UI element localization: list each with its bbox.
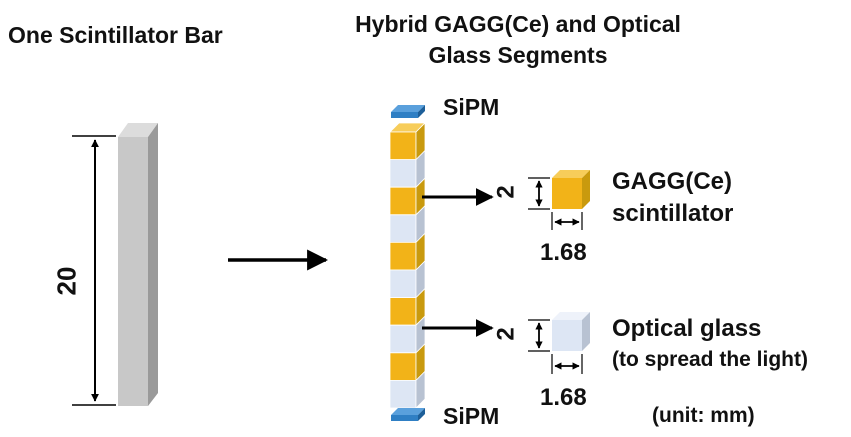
gagg-segment <box>389 131 417 161</box>
hybrid-segment-stack <box>389 122 426 409</box>
glass-segment <box>389 214 417 243</box>
glass-label: Optical glass <box>612 315 762 342</box>
gagg-segment <box>389 297 417 326</box>
glass-height-label: 2 <box>492 327 520 341</box>
glass-segment <box>389 379 417 409</box>
gagg-height-label: 2 <box>492 185 520 199</box>
sipm-bottom-label: SiPM <box>443 403 500 429</box>
sipm-top-shape <box>391 105 425 118</box>
gagg-width-label: 1.68 <box>540 239 587 266</box>
gagg-cube <box>552 170 590 209</box>
sipm-bottom-shape <box>391 408 425 421</box>
bar-length-label: 20 <box>51 266 82 296</box>
glass-width-label: 1.68 <box>540 384 587 411</box>
glass-cube <box>552 312 590 351</box>
glass-segment-side <box>415 370 426 409</box>
glass-segment <box>389 159 417 188</box>
left-title: One Scintillator Bar <box>8 22 223 48</box>
glass-dimensions <box>528 319 583 374</box>
unit-note: (unit: mm) <box>652 404 755 427</box>
glass-segment <box>389 269 417 299</box>
gagg-label: GAGG(Ce) <box>612 168 732 195</box>
bar-length-dimension <box>72 135 116 406</box>
gagg-sublabel: scintillator <box>612 200 734 227</box>
glass-sublabel: (to spread the light) <box>612 348 808 371</box>
right-title: Hybrid GAGG(Ce) and Optical Glass Segmen… <box>355 11 681 68</box>
glass-segment <box>389 324 417 354</box>
gagg-dimensions <box>528 177 583 230</box>
sipm-top-label: SiPM <box>443 94 500 120</box>
gagg-segment <box>389 241 417 271</box>
scintillator-bar <box>118 123 158 406</box>
gagg-segment <box>389 352 417 381</box>
gagg-segment <box>389 186 417 216</box>
